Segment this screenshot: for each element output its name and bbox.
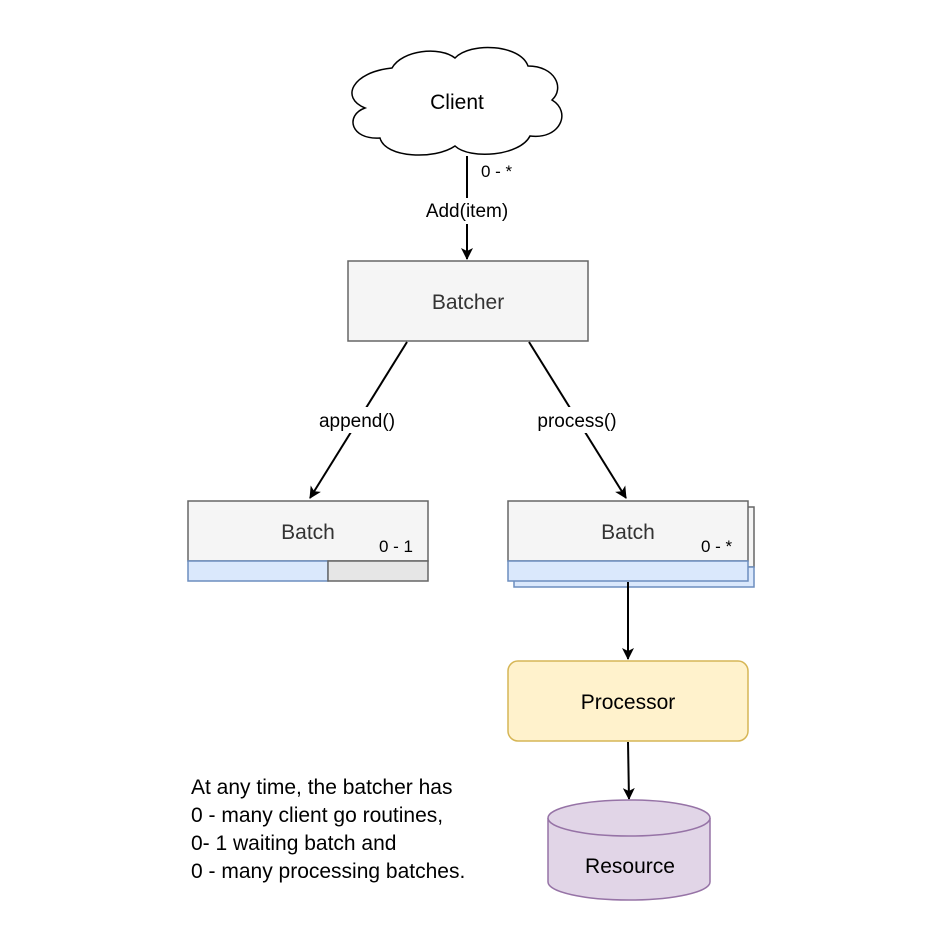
waiting-batch-box xyxy=(187,500,429,562)
processing-batch-node[interactable]: Batch 0 - * xyxy=(507,500,755,588)
processing-batch-bar xyxy=(507,560,749,582)
edge-add-item-label: Add(item) xyxy=(426,201,508,222)
edge-process: process() xyxy=(527,341,627,499)
waiting-batch-multiplicity: 0 - 1 xyxy=(379,537,413,556)
edge-add-item-label-bg xyxy=(416,198,518,224)
edge-append: append() xyxy=(309,341,408,499)
edge-append-label-bg xyxy=(310,407,404,433)
note-line: 0 - many client go routines, xyxy=(191,804,444,827)
edge-process-label-bg xyxy=(527,407,627,433)
edge-add-item: Add(item) 0 - * xyxy=(416,156,518,260)
waiting-batch-fill-bar xyxy=(187,560,329,582)
resource-cylinder-top xyxy=(547,799,711,837)
processing-batch-multiplicity: 0 - * xyxy=(701,537,733,556)
edge-add-item-multiplicity: 0 - * xyxy=(481,162,513,181)
client-node[interactable]: Client xyxy=(351,46,563,156)
client-cloud-shape xyxy=(351,46,563,156)
processor-label: Processor xyxy=(581,691,676,714)
explanation-note: At any time, the batcher has 0 - many cl… xyxy=(191,774,465,886)
processing-batch-box xyxy=(507,500,749,562)
processing-batch-label: Batch xyxy=(601,521,655,544)
batcher-node[interactable]: Batcher xyxy=(347,260,589,342)
edge-processor-to-resource xyxy=(622,741,635,800)
edge-append-label: append() xyxy=(319,411,395,432)
waiting-batch-label: Batch xyxy=(281,521,335,544)
batcher-box xyxy=(347,260,589,342)
client-label: Client xyxy=(430,91,484,114)
resource-cylinder-body xyxy=(547,818,711,901)
waiting-batch-empty-bar xyxy=(327,560,429,582)
batcher-label: Batcher xyxy=(432,291,504,314)
resource-node[interactable]: Resource xyxy=(547,799,711,901)
note-line: 0- 1 waiting batch and xyxy=(191,832,397,855)
waiting-batch-node[interactable]: Batch 0 - 1 xyxy=(187,500,429,582)
note-line: At any time, the batcher has xyxy=(191,776,453,799)
note-line: 0 - many processing batches. xyxy=(191,860,466,883)
processor-box xyxy=(507,660,749,742)
resource-label: Resource xyxy=(585,855,675,878)
edge-process-label: process() xyxy=(537,411,616,432)
processor-node[interactable]: Processor xyxy=(507,660,749,742)
